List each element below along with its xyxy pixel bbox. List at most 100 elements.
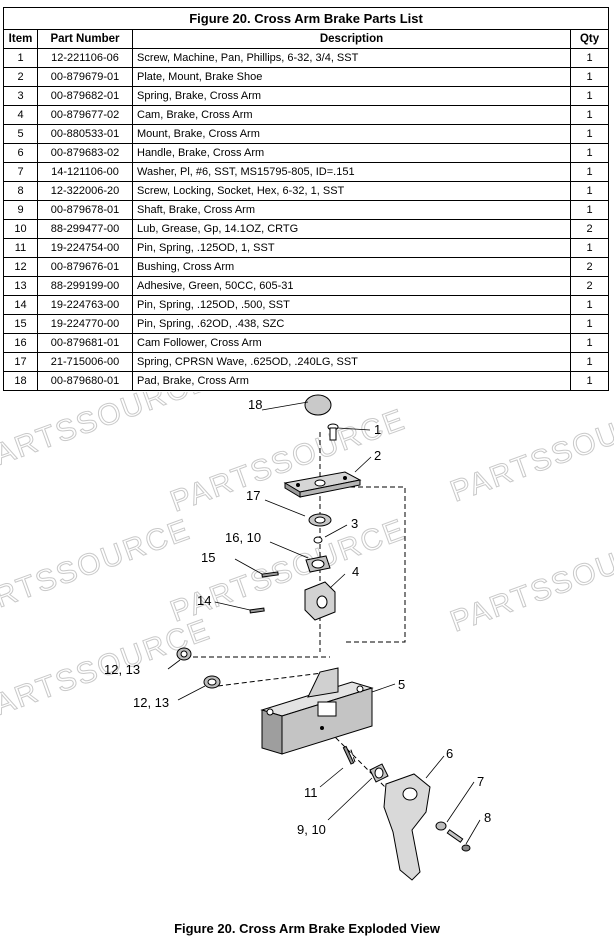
callout-6: 6 bbox=[446, 746, 453, 761]
cell-description: Mount, Brake, Cross Arm bbox=[132, 124, 571, 144]
cell-qty: 1 bbox=[569, 162, 610, 182]
cell-qty: 1 bbox=[569, 371, 610, 391]
bushing-lower bbox=[203, 675, 221, 689]
brake-shaft bbox=[369, 763, 389, 783]
spring-pin-14 bbox=[249, 607, 265, 614]
callout-12-13-upper: 12, 13 bbox=[104, 662, 140, 677]
brake-cam bbox=[304, 581, 336, 621]
cell-item: 3 bbox=[3, 86, 38, 106]
cell-qty: 1 bbox=[569, 143, 610, 163]
cell-item: 11 bbox=[3, 238, 38, 258]
cell-description: Washer, Pl, #6, SST, MS15795-805, ID=.15… bbox=[132, 162, 571, 182]
machine-screw bbox=[327, 423, 339, 441]
cell-qty: 1 bbox=[569, 295, 610, 315]
callout-11: 11 bbox=[304, 785, 318, 800]
spring-pin-11 bbox=[342, 745, 355, 765]
mount-plate bbox=[283, 471, 362, 498]
cell-part-number: 00-879681-01 bbox=[37, 333, 133, 353]
cell-description: Spring, CPRSN Wave, .625OD, .240LG, SST bbox=[132, 352, 571, 372]
cell-description: Screw, Machine, Pan, Phillips, 6-32, 3/4… bbox=[132, 48, 571, 68]
cell-description: Pad, Brake, Cross Arm bbox=[132, 371, 571, 391]
cell-item: 2 bbox=[3, 67, 38, 87]
cell-qty: 1 bbox=[569, 200, 610, 220]
callout-17: 17 bbox=[246, 488, 260, 503]
washer bbox=[435, 821, 447, 831]
cell-part-number: 00-879676-01 bbox=[37, 257, 133, 277]
cell-qty: 1 bbox=[569, 333, 610, 353]
cell-part-number: 19-224754-00 bbox=[37, 238, 133, 258]
cell-item: 1 bbox=[3, 48, 38, 68]
cell-part-number: 12-322006-20 bbox=[37, 181, 133, 201]
brake-mount bbox=[260, 667, 374, 755]
callout-2: 2 bbox=[374, 448, 381, 463]
column-header-part-number: Part Number bbox=[37, 29, 133, 49]
wave-spring bbox=[308, 513, 332, 527]
cell-qty: 1 bbox=[569, 67, 610, 87]
watermark-text: PARTSSOURCE bbox=[0, 392, 215, 479]
watermark-text: PARTSSOURCE bbox=[0, 513, 195, 629]
cell-item: 6 bbox=[3, 143, 38, 163]
cell-qty: 1 bbox=[569, 124, 610, 144]
table-title-row: Figure 20. Cross Arm Brake Parts List bbox=[2, 7, 610, 30]
cell-part-number: 00-879680-01 bbox=[37, 371, 133, 391]
cell-item: 14 bbox=[3, 295, 38, 315]
locking-screw bbox=[446, 829, 471, 852]
cell-qty: 1 bbox=[569, 86, 610, 106]
cell-part-number: 00-879678-01 bbox=[37, 200, 133, 220]
cell-part-number: 00-879679-01 bbox=[37, 67, 133, 87]
brake-pad bbox=[304, 394, 332, 416]
callout-14: 14 bbox=[197, 593, 211, 608]
cell-description: Screw, Locking, Socket, Hex, 6-32, 1, SS… bbox=[132, 181, 571, 201]
cell-part-number: 00-879683-02 bbox=[37, 143, 133, 163]
cell-qty: 1 bbox=[569, 48, 610, 68]
cell-description: Pin, Spring, .125OD, .500, SST bbox=[132, 295, 571, 315]
callout-12-13-lower: 12, 13 bbox=[133, 695, 169, 710]
cell-part-number: 21-715006-00 bbox=[37, 352, 133, 372]
watermark-text: PARTSSOURCE bbox=[446, 393, 614, 509]
cam-follower bbox=[305, 555, 331, 573]
watermark-text: PARTSSOURCE bbox=[446, 523, 614, 639]
callout-1: 1 bbox=[374, 422, 381, 437]
cell-item: 10 bbox=[3, 219, 38, 239]
cell-item: 8 bbox=[3, 181, 38, 201]
callout-4: 4 bbox=[352, 564, 359, 579]
cell-qty: 1 bbox=[569, 105, 610, 125]
cell-description: Adhesive, Green, 50CC, 605-31 bbox=[132, 276, 571, 296]
cell-description: Cam Follower, Cross Arm bbox=[132, 333, 571, 353]
brake-handle bbox=[383, 773, 431, 881]
cell-qty: 1 bbox=[569, 314, 610, 334]
cell-part-number: 88-299477-00 bbox=[37, 219, 133, 239]
callout-9-10: 9, 10 bbox=[297, 822, 326, 837]
cell-item: 17 bbox=[3, 352, 38, 372]
table-header-row: Item Part Number Description Qty bbox=[3, 29, 610, 49]
cell-part-number: 19-224770-00 bbox=[37, 314, 133, 334]
callout-3: 3 bbox=[351, 516, 358, 531]
callout-7: 7 bbox=[477, 774, 484, 789]
cell-item: 16 bbox=[3, 333, 38, 353]
cell-description: Bushing, Cross Arm bbox=[132, 257, 571, 277]
cell-description: Plate, Mount, Brake Shoe bbox=[132, 67, 571, 87]
brake-spring bbox=[313, 536, 323, 544]
cell-qty: 2 bbox=[569, 257, 610, 277]
cell-qty: 1 bbox=[569, 352, 610, 372]
column-header-description: Description bbox=[132, 29, 571, 49]
watermark-text: PARTSSOURCE bbox=[166, 513, 410, 629]
cell-description: Pin, Spring, .125OD, 1, SST bbox=[132, 238, 571, 258]
cell-description: Spring, Brake, Cross Arm bbox=[132, 86, 571, 106]
cell-item: 7 bbox=[3, 162, 38, 182]
callout-labels: 18 1 2 17 3 16, 10 15 4 14 12, 13 12, 13… bbox=[104, 397, 491, 837]
cell-description: Cam, Brake, Cross Arm bbox=[132, 105, 571, 125]
leader-lines bbox=[167, 401, 481, 845]
callout-15: 15 bbox=[201, 550, 215, 565]
